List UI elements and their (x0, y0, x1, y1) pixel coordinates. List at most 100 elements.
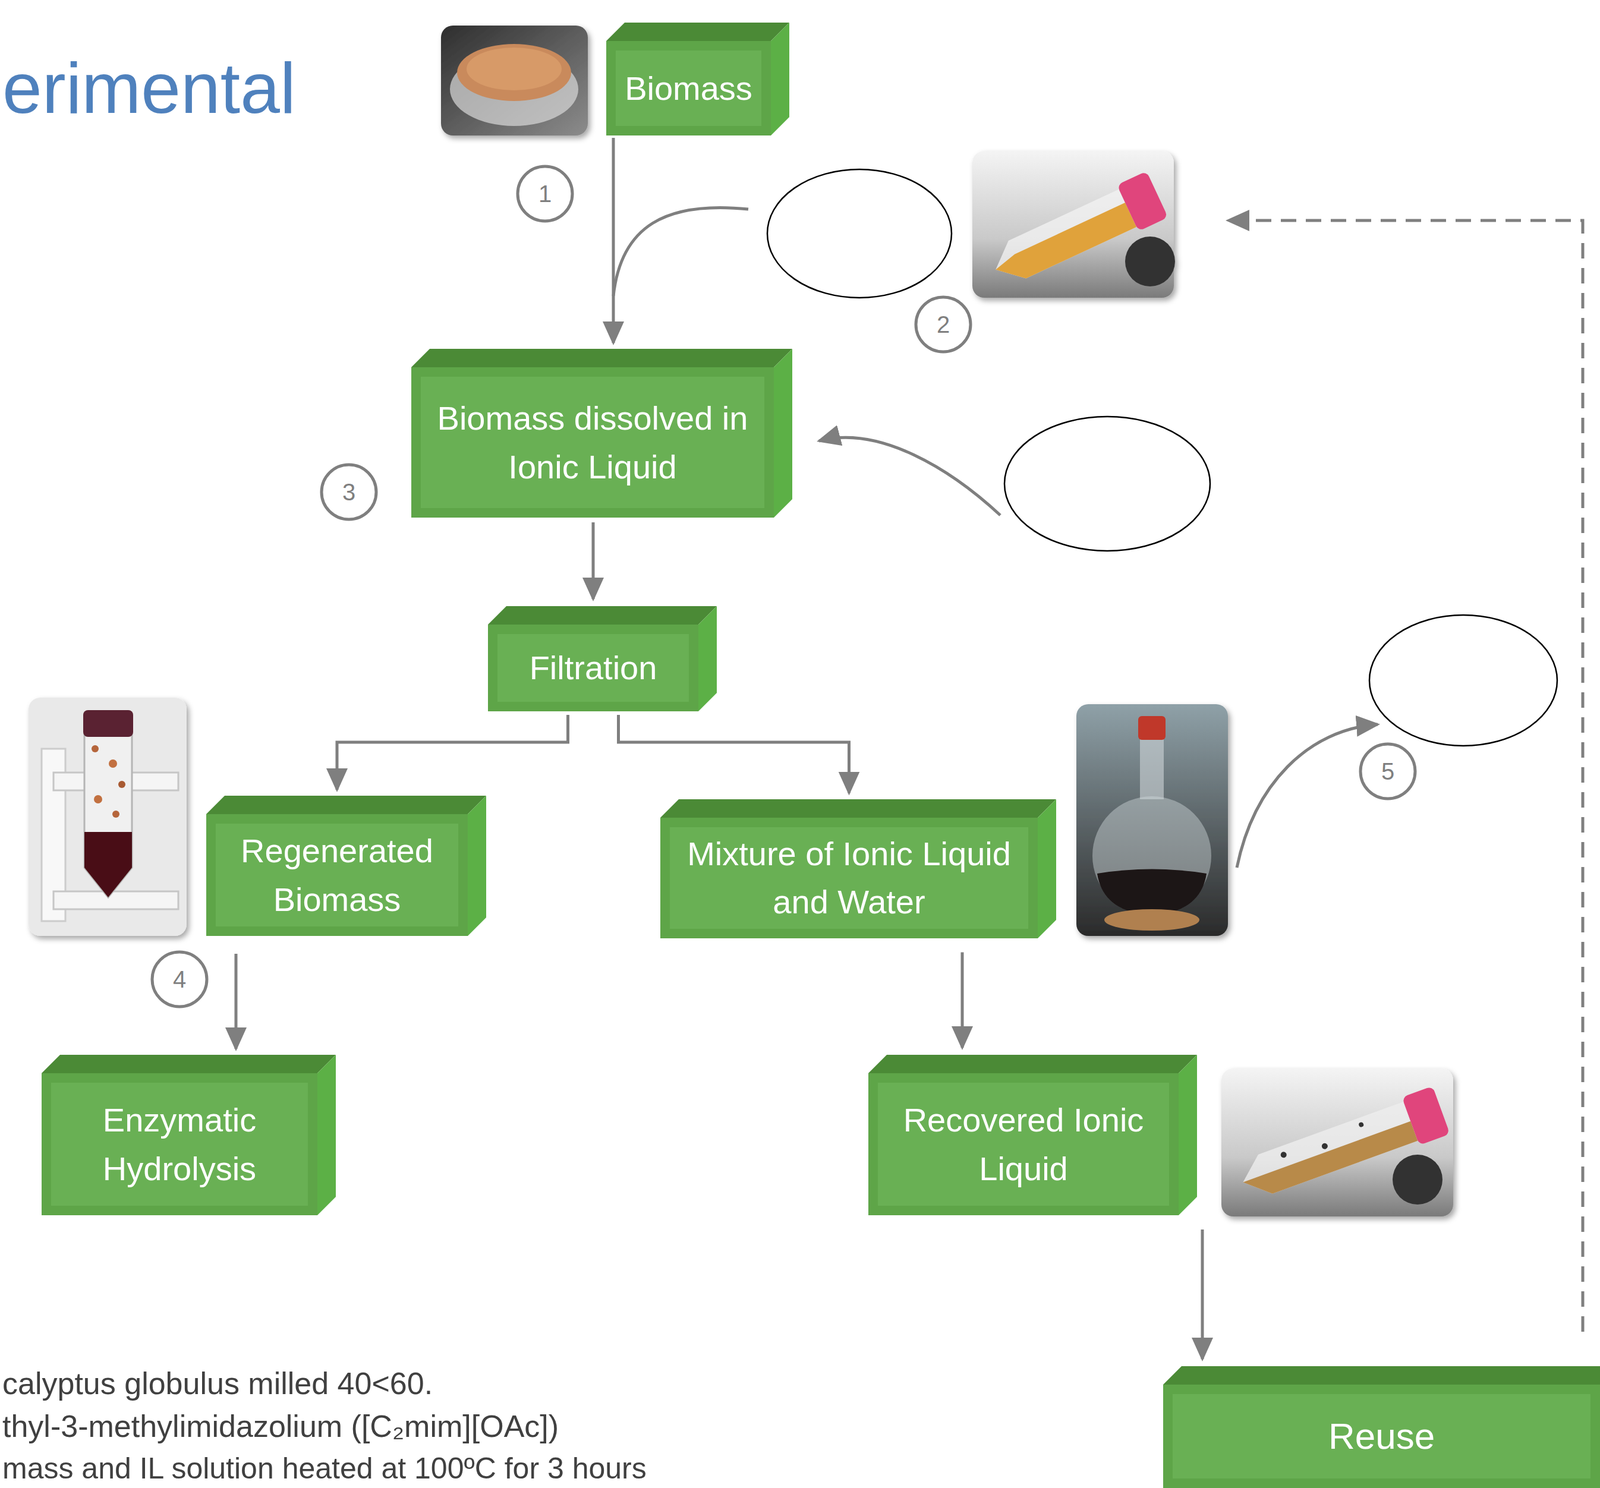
flask-photo (1138, 716, 1166, 740)
callout-number: 1 (517, 166, 573, 222)
box-text-group: Enzymatic Hydrolysis (59, 1095, 300, 1193)
flow-arrow (591, 522, 595, 600)
box-inner-face (1172, 1394, 1591, 1479)
flask-photo (1104, 909, 1200, 931)
biomass-photo (441, 25, 588, 136)
callout-circle (915, 297, 971, 352)
callout-circle (152, 166, 1416, 1007)
box-label: Biomass (624, 64, 753, 113)
flow-arrow (961, 952, 965, 1049)
flow-arrow (612, 137, 616, 343)
bevel-side (698, 606, 717, 712)
leader-curve (1236, 724, 1378, 868)
empty-ellipse (1004, 416, 1211, 551)
box-inner-face (51, 1082, 308, 1206)
recovered-tube-photo (1221, 1068, 1454, 1217)
recovered-tube-photo (1235, 1101, 1418, 1202)
regenerated-biomass-photo (108, 759, 118, 768)
empty-ellipse (767, 169, 952, 298)
process-box: Recovered Ionic Liquid (868, 1073, 1179, 1216)
empty-ellipse (1369, 615, 1558, 746)
bevel-top (868, 1054, 1198, 1074)
process-box: Enzymatic Hydrolysis (41, 1073, 318, 1216)
flow-arrow (1201, 1229, 1205, 1360)
tube-photo (1125, 236, 1176, 287)
callout-circle (517, 166, 573, 222)
process-box: Regenerated Biomass (206, 814, 468, 937)
process-box: Biomass dissolved in Ionic Liquid (411, 367, 774, 518)
box-label: Filtration (529, 643, 658, 692)
tube-photo (1116, 171, 1168, 232)
biomass-photo (457, 43, 572, 102)
box-text-group: Recovered Ionic Liquid (886, 1095, 1161, 1193)
box-text-group: Regenerated Biomass (224, 826, 450, 924)
callout-number: 3 (321, 464, 377, 520)
bevel-side (467, 795, 487, 937)
box-inner-face (497, 634, 689, 702)
callout-circle (1360, 744, 1416, 799)
box-label: Mixture of Ionic Liquid and Water (678, 829, 1020, 927)
tube-photo (972, 150, 1176, 298)
bevel-top (606, 22, 790, 42)
bevel-top (487, 606, 717, 625)
flask-photo (1076, 704, 1228, 937)
bevel-top (1163, 1366, 1600, 1385)
box-label: Biomass dissolved in Ionic Liquid (429, 394, 757, 491)
box-text-group: Reuse (1328, 1409, 1435, 1464)
box-text-group: Biomass (624, 64, 753, 113)
flask-photo (1092, 796, 1212, 916)
tube-photo (993, 202, 1137, 289)
box-inner-face (877, 1082, 1170, 1206)
box-inner-face (420, 376, 765, 509)
box-label: Enzymatic Hydrolysis (59, 1095, 300, 1193)
box-label: Recovered Ionic Liquid (886, 1095, 1161, 1193)
note-text: calyptus globulus milled 40<60. (2, 1367, 433, 1401)
recovered-tube-photo (1242, 1121, 1418, 1202)
regenerated-biomass-photo (118, 780, 126, 789)
recovered-tube-photo (1320, 1142, 1329, 1151)
regenerated-biomass-photo (112, 810, 120, 818)
biomass-photo (466, 47, 562, 91)
callout-number: 2 (915, 297, 971, 352)
callout-circle (321, 464, 377, 520)
bevel-top (411, 348, 793, 368)
regenerated-biomass-photo (83, 710, 134, 737)
regenerated-biomass-photo (28, 697, 187, 937)
regenerated-biomass-photo (53, 891, 179, 910)
recovered-tube-photo (1234, 1086, 1451, 1207)
recovered-tube-photo (1221, 1068, 1454, 1217)
box-text-group: Biomass dissolved in Ionic Liquid (429, 394, 757, 491)
flask-photo (1076, 704, 1228, 937)
process-box: Mixture of Ionic Liquid and Water (660, 817, 1038, 939)
recovered-tube-photo (1358, 1121, 1365, 1128)
note-text: thyl-3-methylimidazolium ([C₂mim][OAc]) (2, 1409, 559, 1444)
callout-number: 5 (1360, 744, 1416, 799)
box-label: Regenerated Biomass (224, 826, 450, 924)
box-text-group: Mixture of Ionic Liquid and Water (678, 829, 1020, 927)
bevel-top (660, 799, 1057, 818)
slide-title: erimental (2, 52, 296, 124)
note-text: mass and IL solution heated at 100ºC for… (2, 1452, 647, 1486)
regenerated-biomass-photo (91, 745, 99, 753)
process-box: Reuse (1163, 1384, 1600, 1488)
box-text-group: Filtration (529, 643, 658, 692)
process-box: Biomass (606, 41, 771, 136)
flow-arrow (618, 715, 850, 794)
box-inner-face (215, 823, 459, 927)
bevel-side (1037, 799, 1057, 939)
box-inner-face (669, 827, 1029, 929)
box-label: Reuse (1328, 1409, 1435, 1464)
box-inner-face (615, 50, 762, 127)
callout-circle (152, 952, 207, 1007)
bevel-side (773, 348, 793, 518)
regenerated-biomass-photo (84, 832, 132, 898)
flask-photo (1097, 869, 1207, 916)
regenerated-biomass-photo (84, 734, 132, 898)
bevel-side (1178, 1054, 1198, 1216)
bevel-side (317, 1054, 336, 1216)
empty-ellipse (767, 169, 1558, 746)
leader-curve (819, 437, 1001, 516)
bevel-side (770, 22, 790, 136)
tube-photo (986, 189, 1137, 289)
